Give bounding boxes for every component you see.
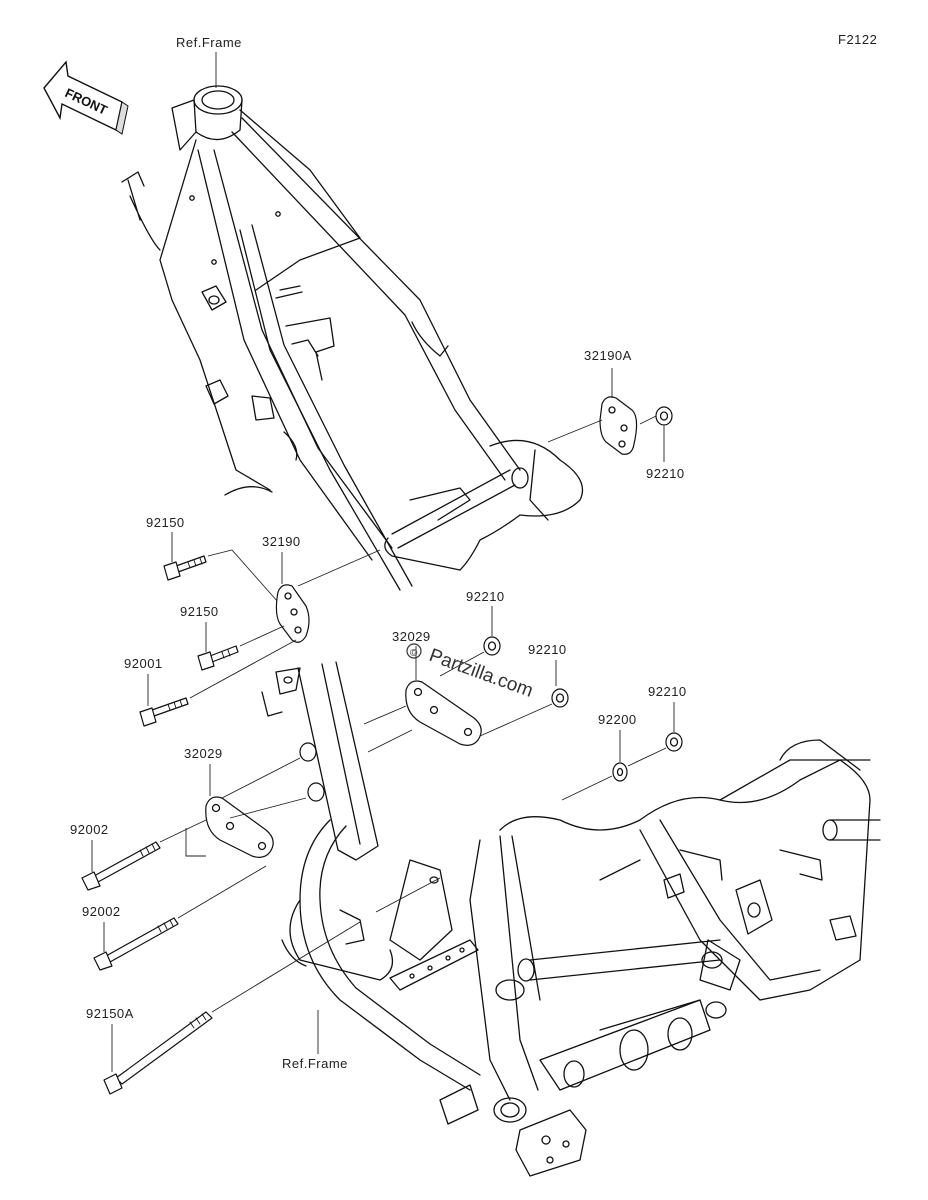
line-92002-b-frame [375,877,441,913]
nut-92210-a [655,406,673,426]
part-32029-plate-lower [205,796,274,858]
washer-92200 [612,762,628,782]
label-92210-c: 92210 [528,642,567,657]
nut-92210-d [665,732,683,752]
line-92002-b [177,865,267,919]
label-92002-b: 92002 [82,904,121,919]
label-32029-b: 32029 [184,746,223,761]
upper-frame-drawing [121,85,584,591]
ref-frame-top-label: Ref.Frame [176,35,242,50]
label-92150-a: 92150 [146,515,185,530]
line-92210-b [439,651,485,677]
label-92150a: 92150A [86,1006,134,1021]
line-32190-frame [297,549,381,587]
label-32029-a: 32029 [392,629,431,644]
part-32190-bracket [275,584,310,643]
bolt-92002-b [93,917,179,971]
line-92210-d-washer [627,747,667,767]
label-92210-a: 92210 [646,466,685,481]
label-32190: 32190 [262,534,301,549]
ref-frame-bottom-label: Ref.Frame [282,1056,348,1071]
bracket-32029-b [185,828,206,857]
line-92200-frame [561,775,613,801]
bolt-92150-a [163,555,207,581]
line-32029-b-2 [229,797,307,819]
line-92150-b [239,625,285,647]
nut-92210-b [483,636,501,656]
front-arrow-icon: FRONT [43,60,129,135]
bolt-92150a [103,1011,213,1095]
part-32029-plate-upper [405,680,482,746]
bolt-92002-a [81,841,161,891]
watermark-symbol: © [410,648,418,659]
line-92210-c [479,703,553,737]
lower-frame-drawing [261,661,881,1177]
line-92001 [189,639,297,699]
label-92001: 92001 [124,656,163,671]
label-32190a: 32190A [584,348,632,363]
line-32190a-nut [639,415,657,425]
label-92200: 92200 [598,712,637,727]
line-32029-b-1 [221,757,301,799]
bolt-92150-b [197,645,239,671]
line-92150a [211,921,361,1013]
label-92150-b: 92150 [180,604,219,619]
label-92002-a: 92002 [70,822,109,837]
figure-code: F2122 [838,32,877,47]
nut-92210-c [551,688,569,708]
part-32190a-bracket [599,396,638,455]
line-92002-a [159,819,207,843]
label-92210-d: 92210 [648,684,687,699]
line-32029-a-left [363,705,407,725]
bolt-92001 [139,697,189,727]
label-92210-b: 92210 [466,589,505,604]
line-32190a-frame [547,419,603,443]
line-32029-a-left-2 [367,729,413,753]
